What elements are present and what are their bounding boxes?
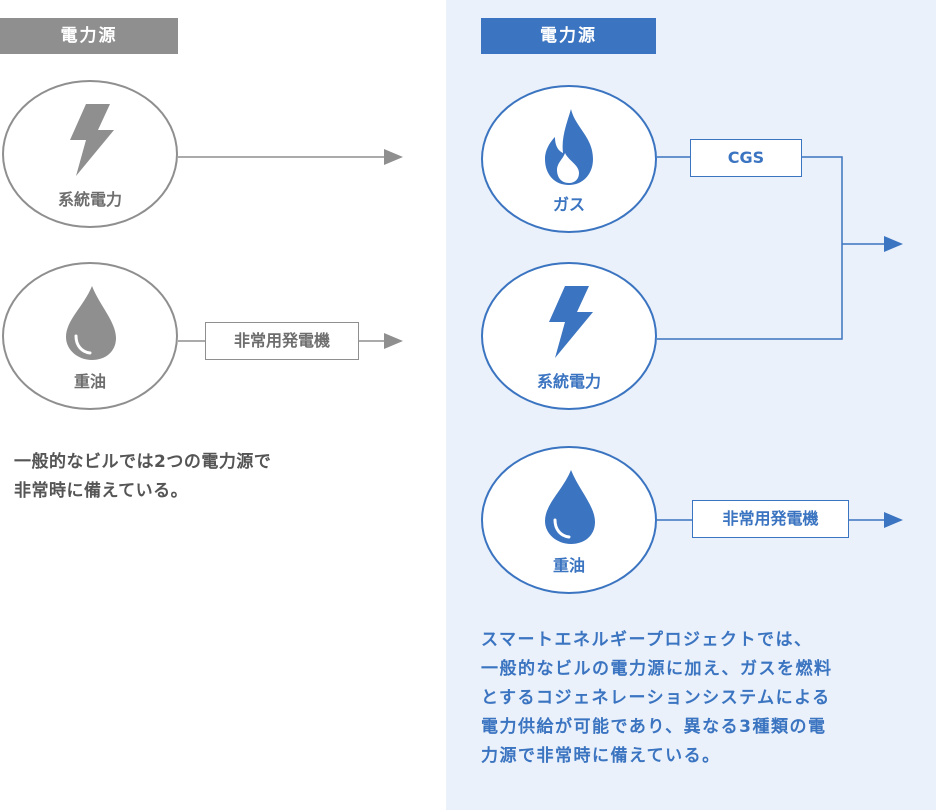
right-note: スマートエネルギープロジェクトでは、 一般的なビルの電力源に加え、ガスを燃料 と…	[481, 626, 931, 771]
right-header: 電力源	[481, 18, 656, 54]
right-oil-label: 重油	[552, 556, 585, 575]
left-note-line-1: 一般的なビルでは2つの電力源で	[14, 452, 272, 472]
left-oil-arrow	[178, 333, 403, 349]
left-note: 一般的なビルでは2つの電力源で 非常時に備えている。	[14, 448, 434, 506]
right-note-line-2: 一般的なビルの電力源に加え、ガスを燃料	[481, 659, 833, 679]
right-oil-node: 重油	[481, 446, 657, 594]
flame-icon	[483, 107, 655, 185]
right-merge-lines	[657, 156, 886, 340]
right-oil-arrow	[657, 512, 903, 528]
left-grid-power-node: 系統電力	[2, 80, 178, 228]
right-note-line-1: スマートエネルギープロジェクトでは、	[481, 630, 813, 650]
oil-drop-icon	[483, 468, 655, 544]
left-emergency-generator-box: 非常用発電機	[205, 322, 359, 360]
right-emergency-generator-box: 非常用発電機	[692, 500, 849, 538]
right-gas-label: ガス	[552, 195, 585, 214]
right-note-line-5: 力源で非常時に備えている。	[481, 746, 721, 766]
left-grid-arrow	[178, 149, 403, 165]
right-gas-node: ガス	[481, 85, 657, 233]
right-note-line-4: 電力供給が可能であり、異なる3種類の電	[481, 717, 827, 737]
lightning-icon	[4, 102, 176, 178]
left-oil-node: 重油	[2, 262, 178, 410]
cgs-box: CGS	[690, 139, 802, 177]
right-grid-power-label: 系統電力	[536, 372, 601, 391]
right-merge-arrowhead	[884, 236, 903, 252]
right-note-line-3: とするコジェネレーションシステムによる	[481, 688, 831, 708]
oil-drop-icon	[4, 284, 176, 360]
left-grid-power-label: 系統電力	[57, 190, 122, 209]
left-note-line-2: 非常時に備えている。	[14, 481, 189, 501]
lightning-icon	[483, 284, 655, 360]
left-oil-label: 重油	[73, 372, 106, 391]
right-grid-power-node: 系統電力	[481, 262, 657, 410]
left-header: 電力源	[0, 18, 178, 54]
